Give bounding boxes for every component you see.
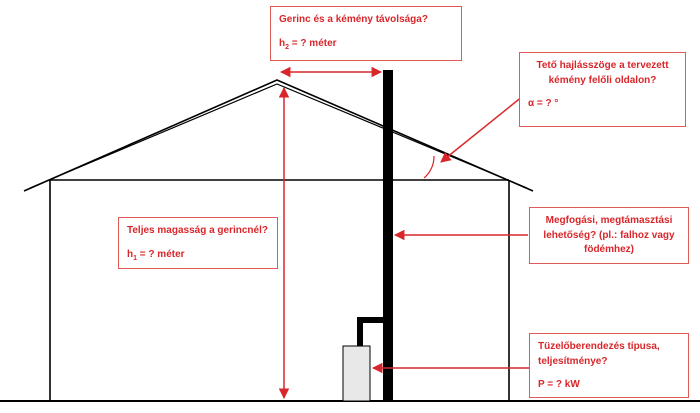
total-height-label: Teljes magasság a gerincnél? h1 = ? méte… [118, 217, 278, 269]
roof-angle-arc [423, 155, 435, 179]
fixing-label: Megfogási, megtámasztási lehetőség? (pl.… [529, 207, 689, 264]
roof-angle-formula: α = ? ° [528, 98, 559, 109]
ridge-distance-formula: h2 = ? méter [279, 37, 337, 51]
ridge-distance-title: Gerinc és a kémény távolsága? [279, 14, 428, 25]
dimension-arrows [278, 66, 533, 400]
roof-outer [23, 79, 534, 192]
chimney [383, 70, 393, 401]
roof-angle-arrow [440, 91, 529, 163]
roof-inner [29, 83, 528, 189]
fixing-text: Megfogási, megtámasztási lehetőség? (pl.… [543, 215, 675, 255]
flue-connector [357, 317, 383, 346]
heater-label: Tüzelőberendezés típusa, teljesítménye? … [529, 333, 689, 398]
roof-angle-label: Tető hajlásszöge a tervezett kémény felő… [519, 52, 686, 127]
heating-appliance [342, 345, 371, 402]
heater-formula: P = ? kW [538, 379, 580, 390]
ridge-distance-label: Gerinc és a kémény távolsága? h2 = ? mét… [270, 6, 462, 61]
total-height-formula: h1 = ? méter [127, 248, 185, 262]
roof-angle-title: Tető hajlásszöge a tervezett kémény felő… [536, 60, 669, 86]
total-height-title: Teljes magasság a gerincnél? [127, 225, 268, 236]
heater-title: Tüzelőberendezés típusa, teljesítménye? [538, 341, 660, 367]
